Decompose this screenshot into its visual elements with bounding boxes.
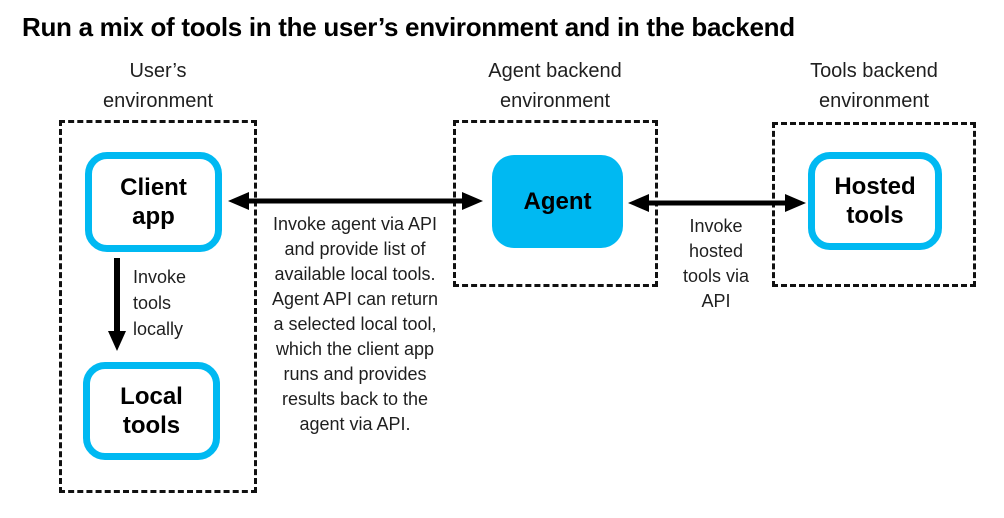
local-tools-label: Local tools [120, 383, 183, 439]
agent-backend-environment-label: Agent backend environment [488, 60, 622, 112]
tools-backend-environment-label: Tools backend environment [810, 60, 938, 112]
client-app-node: Client app [85, 152, 222, 252]
invoke-hosted-tools-label: Invoke hosted tools via API [682, 216, 750, 311]
hosted-tools-node: Hosted tools [808, 152, 942, 250]
local-tools-node: Local tools [83, 362, 220, 460]
client-app-label: Client app [120, 174, 187, 230]
page-title: Run a mix of tools in the user’s environ… [22, 12, 795, 42]
invoke-agent-via-api-label: Invoke agent via API and provide list of… [271, 214, 439, 434]
invoke-tools-locally-label: Invoke tools locally [133, 267, 187, 339]
client-agent-arrow [228, 192, 483, 210]
hosted-tools-label: Hosted tools [834, 173, 916, 229]
agent-label: Agent [523, 188, 592, 215]
user-environment-label: User’s environment [102, 60, 214, 112]
agent-node: Agent [492, 155, 623, 248]
user-environment-box [59, 120, 257, 493]
